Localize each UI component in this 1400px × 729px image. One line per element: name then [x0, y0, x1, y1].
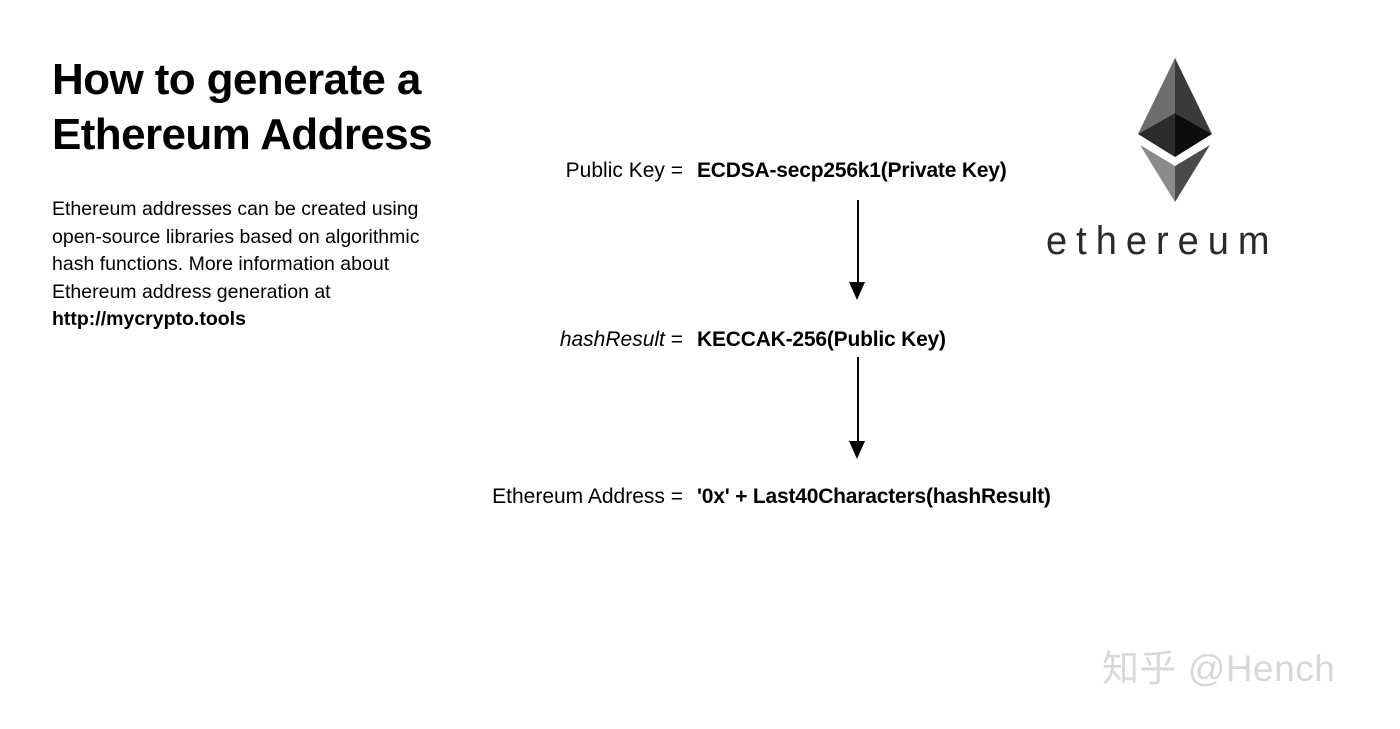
- formula-equals-2: =: [670, 485, 683, 508]
- arrow-down-icon-public-key-to-hash: [849, 200, 865, 300]
- ethereum-diamond-icon: [1136, 56, 1214, 204]
- arrow-down-icon-hash-to-address: [849, 357, 865, 460]
- watermark-zhihu-hench: 知乎 @Hench: [1102, 648, 1336, 689]
- formula-lhs-hash-result: hashResult =: [0, 325, 683, 355]
- arrow-shaft: [857, 357, 859, 443]
- formula-lhs-public-key: Public Key =: [0, 156, 683, 186]
- formula-term-public-key: Public Key: [565, 159, 665, 182]
- arrow-shaft: [857, 200, 859, 284]
- arrow-head: [849, 441, 865, 459]
- intro-text: Ethereum addresses can be created using …: [52, 198, 420, 303]
- formula-term-hash-result: hashResult: [559, 328, 665, 351]
- formula-row-ethereum-address: Ethereum Address = '0x' + Last40Characte…: [0, 482, 1400, 512]
- formula-equals-0: =: [670, 159, 683, 182]
- formula-term-ethereum-address: Ethereum Address: [492, 485, 665, 508]
- arrow-head: [849, 282, 865, 300]
- formula-lhs-ethereum-address: Ethereum Address =: [0, 482, 683, 512]
- formula-rhs-hash-result: KECCAK-256(Public Key): [697, 328, 946, 351]
- page-title-line-1: How to generate a: [52, 55, 421, 104]
- formula-equals-1: =: [670, 328, 683, 351]
- page-title-line-2: Ethereum Address: [52, 110, 433, 159]
- formula-row-hash-result: hashResult = KECCAK-256(Public Key): [0, 325, 1400, 355]
- ethereum-wordmark: ethereum: [1046, 219, 1279, 264]
- formula-row-public-key: Public Key = ECDSA-secp256k1(Private Key…: [0, 156, 1400, 186]
- intro-paragraph: Ethereum addresses can be created using …: [52, 196, 452, 334]
- mycrypto-url[interactable]: http://mycrypto.tools: [52, 308, 246, 330]
- formula-rhs-public-key: ECDSA-secp256k1(Private Key): [697, 159, 1007, 182]
- page-title: How to generate a Ethereum Address: [52, 52, 522, 162]
- formula-rhs-ethereum-address: '0x' + Last40Characters(hashResult): [697, 485, 1051, 508]
